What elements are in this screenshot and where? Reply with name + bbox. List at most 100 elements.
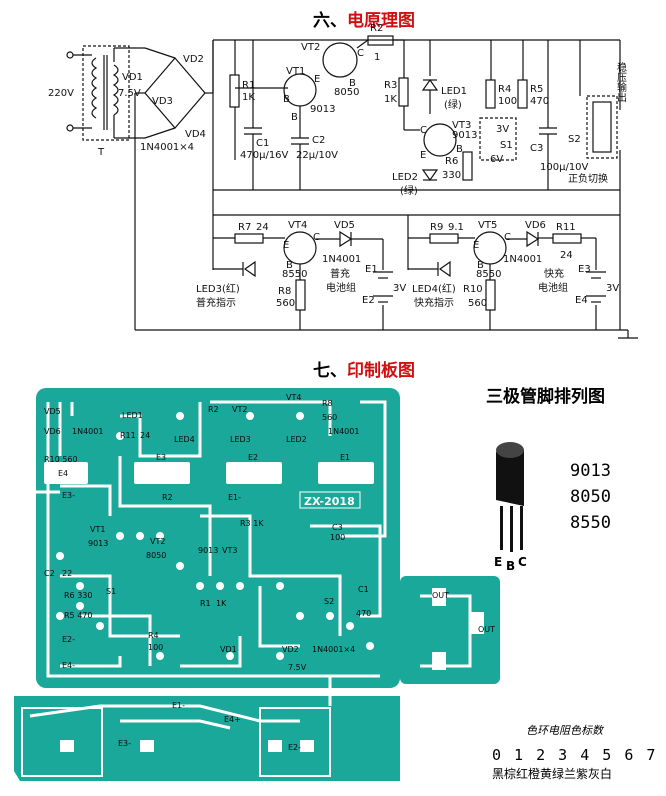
pcb-label-bridge: 1N4001×4 [312,645,355,654]
pcb-traces [28,400,472,730]
label-vt1-e: E [314,74,320,85]
label-c1: C1 [256,138,269,149]
pcb-label-e3-minus: E3- [62,491,75,500]
label-r10-value: 560 [468,298,487,309]
label-vt1-b2: B [291,112,298,123]
pcb-label-s2: S2 [324,597,334,606]
pcb-label-c1: C1 [358,585,369,594]
pcb-label-vt2-top: VT2 [232,405,247,414]
pcb-label-r11: R11 [120,431,136,440]
label-r7-value: 24 [256,222,269,233]
label-vt5-value: 8550 [476,269,501,280]
label-c3: C3 [530,143,543,154]
label-vt2-value: 8050 [334,87,359,98]
pcb-label-vt1: VT1 [90,525,105,534]
label-220v: 220V [48,88,74,99]
label-vt1-value: 9013 [310,104,335,115]
pcb-label-out-a: OUT [432,591,449,600]
pcb-label-c1-value: 470 [356,609,371,618]
pin-letter-e: E [494,555,502,569]
pcb-label-vd5: VD5 [44,407,61,416]
pcb-label-r2: R2 [162,493,173,502]
label-s1: S1 [500,140,513,151]
label-vd5: VD5 [334,220,355,231]
label-vt4-b: B [286,260,293,271]
label-r1-value: 1K [242,92,255,103]
pin-letter-b: B [506,559,515,573]
label-vt4-value: 8550 [282,269,307,280]
label-vt5-c: C [504,232,511,243]
label-vt4-e: E [283,240,289,251]
pin-letter-c: C [518,555,527,569]
label-r3-value: 1K [384,94,397,105]
label-led2: LED2 [392,172,418,183]
label-fast-pack: 电池组 [538,281,568,294]
label-vt2-b: B [349,78,356,89]
label-vt3: VT3 [452,120,471,131]
pcb-label-c3-value: 100 [330,533,345,542]
color-code-table: 色环电阻色标数 0 1 2 3 4 5 6 7 8 9 黑棕红橙黄绿兰紫灰白 [492,724,666,781]
label-e1: E1 [365,264,378,275]
label-vd5-value: 1N4001 [322,254,361,265]
label-vd2: VD2 [183,54,204,65]
pin-diagram: 三极管脚排列图 E B C 9013 8050 8550 [486,386,611,573]
pcb-label-r4-value: 100 [148,643,163,652]
label-s2: S2 [568,134,581,145]
pcb-label-7-5v: 7.5V [288,663,307,672]
pcb-label-1n4001-b: 1N4001 [328,427,359,436]
color-table-title: 色环电阻色标数 [526,724,605,737]
pcb-label-r4: R4 [148,631,159,640]
pcb-label-e3: E3 [156,453,166,462]
label-e2: E2 [362,295,375,306]
pcb-label-out-b: OUT [478,625,495,634]
pcb-label-vt3-value: 9013 [198,546,218,555]
label-c1-value: 470μ/16V [240,150,289,161]
schematic-diagram: 220V 7.5V T VD1 VD2 VD3 VD4 1N4001×4 R1 … [48,23,638,339]
label-r4: R4 [498,84,511,95]
section7-number: 七、 [313,361,347,381]
label-s2-note: 正负切换 [568,172,608,185]
label-s1-6v: 6V [490,154,503,165]
label-c2-value: 22μ/10V [296,150,338,161]
label-led2-color: (绿) [400,184,418,197]
pcb-label-e4-minus: E4- [62,661,75,670]
pcb-label-vt4: VT4 [286,393,301,402]
pcb-label-r11-value: 24 [140,431,150,440]
pcb-label-r6: R6 330 [64,591,92,600]
pcb-label-led2: LED2 [286,435,307,444]
label-vt3-e: E [420,150,426,161]
pcb-label-vd2: VD2 [282,645,299,654]
label-vd1: VD1 [122,72,143,83]
label-e3: E3 [578,264,591,275]
pcb-label-e2-minus-a: E2- [62,635,75,644]
pcb-label-r5: R5 470 [64,611,92,620]
pcb-label-e1-minus: E1- [228,493,241,502]
pcb-label-s1: S1 [106,587,116,596]
label-vd6-value: 1N4001 [503,254,542,265]
label-led1: LED1 [441,86,467,97]
label-s1-3v: 3V [496,124,509,135]
transistor-package-icon [496,442,524,552]
label-vd6: VD6 [525,220,546,231]
pcb-label-r3: R3 1K [240,519,264,528]
pcb-label-r10: R10 560 [44,455,78,464]
label-vd4: VD4 [185,129,206,140]
label-r9-value: 9.1 [448,222,464,233]
pcb-label-e1-minus-b: E1- [172,701,185,710]
pin-type-8550: 8550 [570,513,611,533]
label-vt4-c: C [313,232,320,243]
label-vt5-e: E [473,240,479,251]
pcb-label-vt3: VT3 [222,546,237,555]
label-r6: R6 [445,156,458,167]
label-r7: R7 [238,222,251,233]
label-r8: R8 [278,286,291,297]
label-vt5: VT5 [478,220,497,231]
pcb-label-r1: R1 [200,599,211,608]
pcb-label-1n4001-a: 1N4001 [72,427,103,436]
label-vt1: VT1 [286,66,305,77]
section7-heading: 印制板图 [347,361,415,381]
pcb-label-e3-minus-b: E3- [118,739,131,748]
pcb-label-vt2: VT2 [150,537,165,546]
label-bridge-diodes: 1N4001×4 [140,142,194,153]
